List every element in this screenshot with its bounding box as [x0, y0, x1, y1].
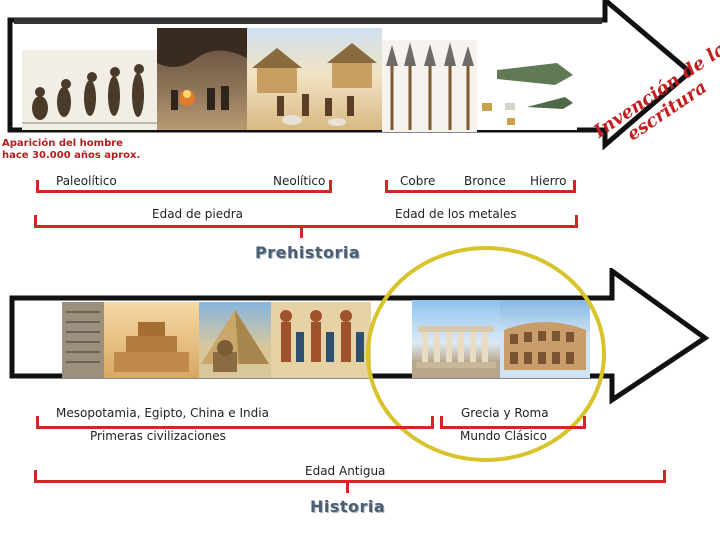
origin-label: Aparición del hombre hace 30.000 años ap…	[2, 138, 140, 162]
cuneiform-tablet-image	[62, 302, 104, 378]
sphinx-pyramid-image	[199, 302, 271, 378]
ancient-age-label: Edad Antigua	[303, 464, 387, 478]
bracket-ancient-age-center	[346, 481, 349, 493]
bracket-paleolithic-neolithic	[36, 180, 332, 193]
group-early-civilizations: Primeras civilizaciones	[90, 429, 226, 443]
bracket-prehistory-center	[300, 226, 303, 238]
history-title: Historia	[310, 497, 385, 516]
ziggurat-image	[104, 302, 199, 378]
bracket-early-civilizations	[36, 416, 434, 429]
bracket-metals	[385, 180, 576, 193]
paleolithic-cave-image	[157, 28, 247, 130]
neolithic-village-image	[247, 28, 382, 130]
egyptian-painting-image	[271, 302, 371, 378]
evolution-image	[22, 50, 157, 130]
bracket-prehistory	[34, 215, 578, 228]
prehistory-title: Prehistoria	[255, 243, 360, 262]
metal-artifacts-image	[477, 45, 577, 130]
group-classical: Mundo Clásico	[460, 429, 547, 443]
bracket-classical	[440, 416, 586, 429]
stone-tools-image	[382, 40, 477, 132]
